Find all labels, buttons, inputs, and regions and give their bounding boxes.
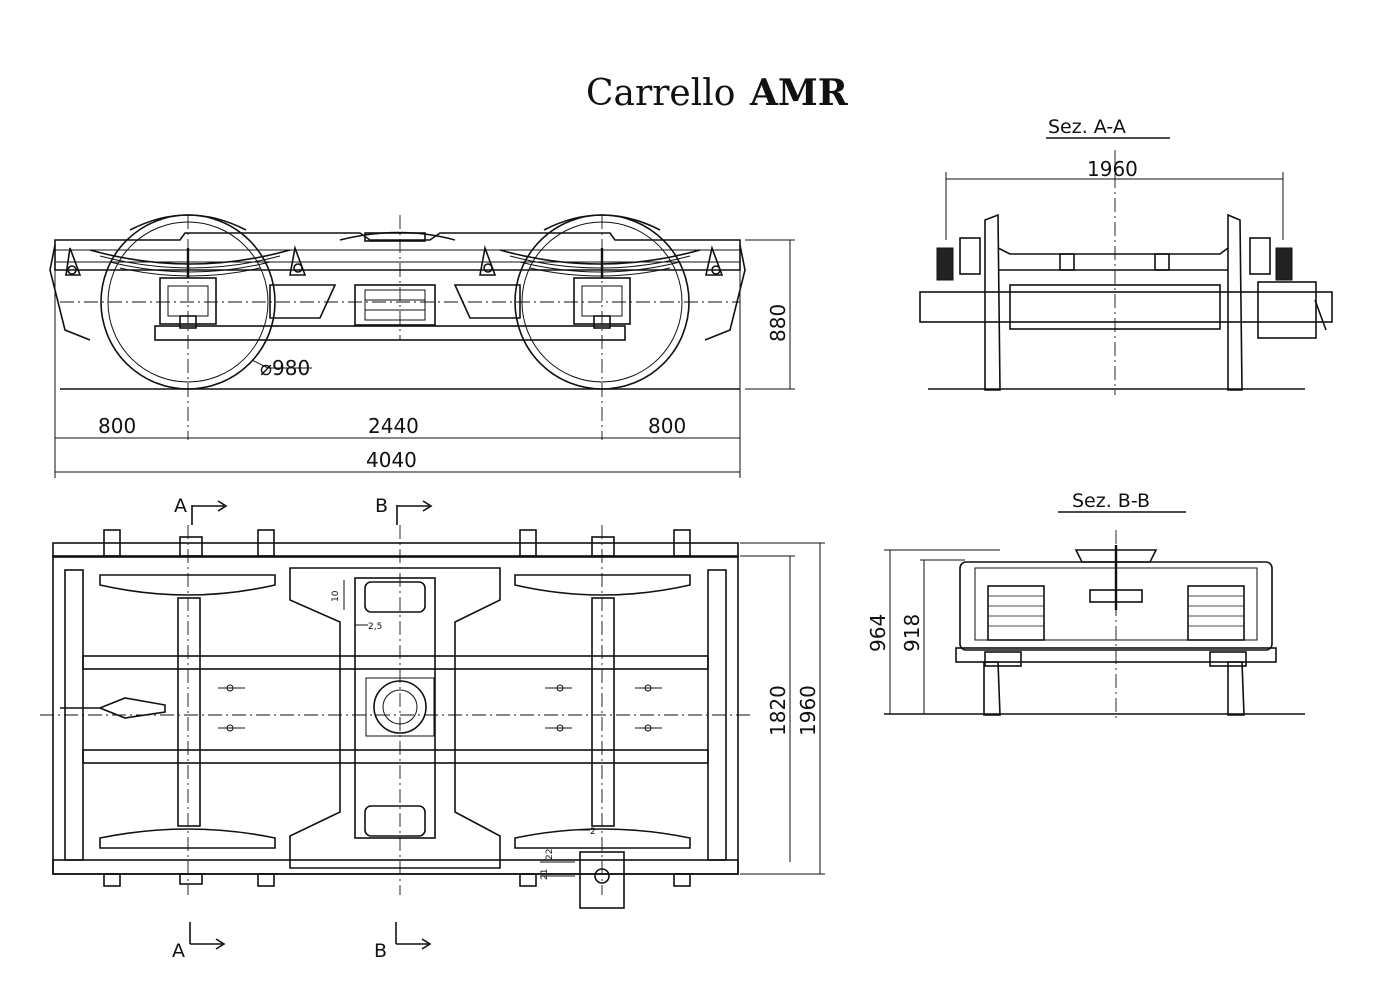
dim-wheel-diameter: ⌀980: [260, 356, 310, 380]
axle-right: [591, 597, 615, 827]
spring-hangers: [65, 244, 724, 276]
bolster: [289, 567, 501, 869]
cut-b-top: B: [375, 495, 388, 517]
axle-left: [177, 597, 201, 827]
frame-top: [54, 232, 741, 271]
dim-overhang-left: 800: [98, 414, 136, 438]
section-a-a-label: Sez. A-A: [1048, 116, 1126, 138]
dim-width-inner: 1820: [766, 685, 790, 736]
section-b-b-height-inner: 918: [900, 614, 924, 652]
dim-width-outer: 1960: [796, 685, 820, 736]
title-prefix: Carrello: [586, 73, 735, 114]
dim-height: 880: [766, 304, 790, 342]
section-b-b-label: Sez. B-B: [1072, 490, 1150, 512]
plan-bolts: [218, 684, 662, 732]
leaf-spring-right: [499, 249, 701, 277]
side-elevation: [49, 214, 746, 440]
cut-a-top: A: [174, 495, 187, 517]
dim-overhang-right: 800: [648, 414, 686, 438]
plan-view: A B A B 10 2,5 2 22 21: [40, 495, 825, 962]
dim-overall-length: 4040: [366, 448, 417, 472]
dim-2: 2: [590, 827, 596, 837]
dim-21: 21: [540, 869, 550, 880]
plan-wheels: [99, 574, 691, 849]
dim-10: 10: [331, 590, 341, 602]
leaf-spring-left: [89, 249, 291, 277]
cut-b-bottom: B: [374, 940, 387, 962]
cut-markers: A B A B: [172, 495, 433, 962]
axle-section-a-a: [919, 291, 1333, 323]
dim-2-5: 2,5: [368, 622, 382, 632]
bolster-springs: [987, 585, 1245, 641]
dim-wheelbase: 2440: [368, 414, 419, 438]
section-b-b: Sez. B-B: [866, 490, 1305, 720]
cut-a-bottom: A: [172, 940, 185, 962]
section-b-b-height-outer: 964: [866, 614, 890, 652]
title-model: AMR: [749, 72, 849, 114]
dim-22: 22: [545, 849, 555, 860]
section-a-a: Sez. A-A 1960: [919, 116, 1333, 395]
section-a-a-width: 1960: [1087, 157, 1138, 181]
side-dimensions: ⌀980 800 2440 800 4040 880: [54, 239, 795, 478]
